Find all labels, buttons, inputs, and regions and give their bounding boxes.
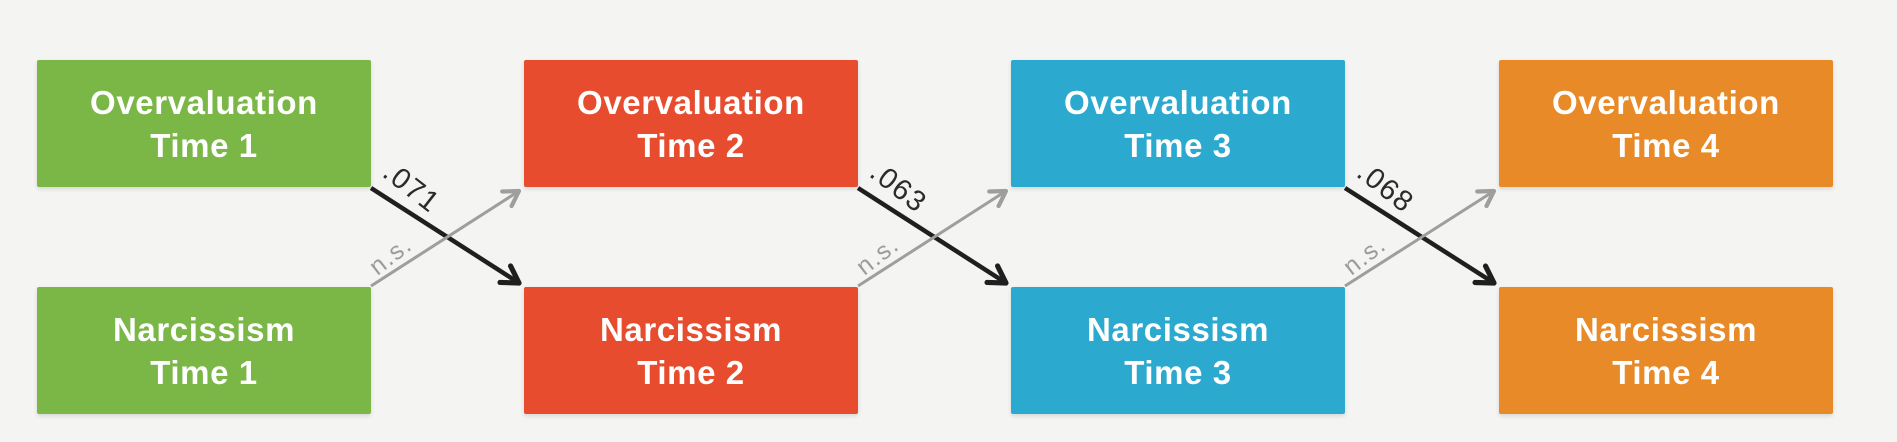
box-label-line2: Time 3 [1124, 126, 1232, 164]
box-label-line1: Narcissism [599, 310, 783, 348]
box-label-line2: Time 2 [637, 126, 745, 164]
arrow-narcissism-t3-to-overvaluation-t4 [1344, 188, 1497, 288]
box-label-line1: Overvaluation [577, 83, 805, 121]
arrow-narcissism-t1-to-overvaluation-t2 [370, 188, 522, 288]
box-label-line1: Overvaluation [1064, 83, 1292, 121]
box-label-line1: Narcissism [112, 310, 296, 348]
box-label-line1: Narcissism [1086, 310, 1270, 348]
arrow-overvaluation-t1-to-narcissism-t2 [369, 186, 522, 286]
box-label-line2: Time 2 [637, 353, 745, 391]
box-label-line1: Overvaluation [1552, 83, 1780, 121]
box-label-line1: Overvaluation [90, 83, 318, 121]
arrow-overvaluation-t3-to-narcissism-t4 [1343, 186, 1497, 286]
box-label-line2: Time 3 [1124, 353, 1232, 391]
box-label-line1: Narcissism [1574, 310, 1758, 348]
box-label-line2: Time 4 [1612, 353, 1720, 391]
box-label-line2: Time 1 [150, 353, 258, 391]
arrow-narcissism-t2-to-overvaluation-t3 [857, 188, 1009, 288]
arrow-overvaluation-t2-to-narcissism-t3 [856, 186, 1009, 286]
box-label-line2: Time 4 [1612, 126, 1720, 164]
box-label-line2: Time 1 [150, 126, 258, 164]
